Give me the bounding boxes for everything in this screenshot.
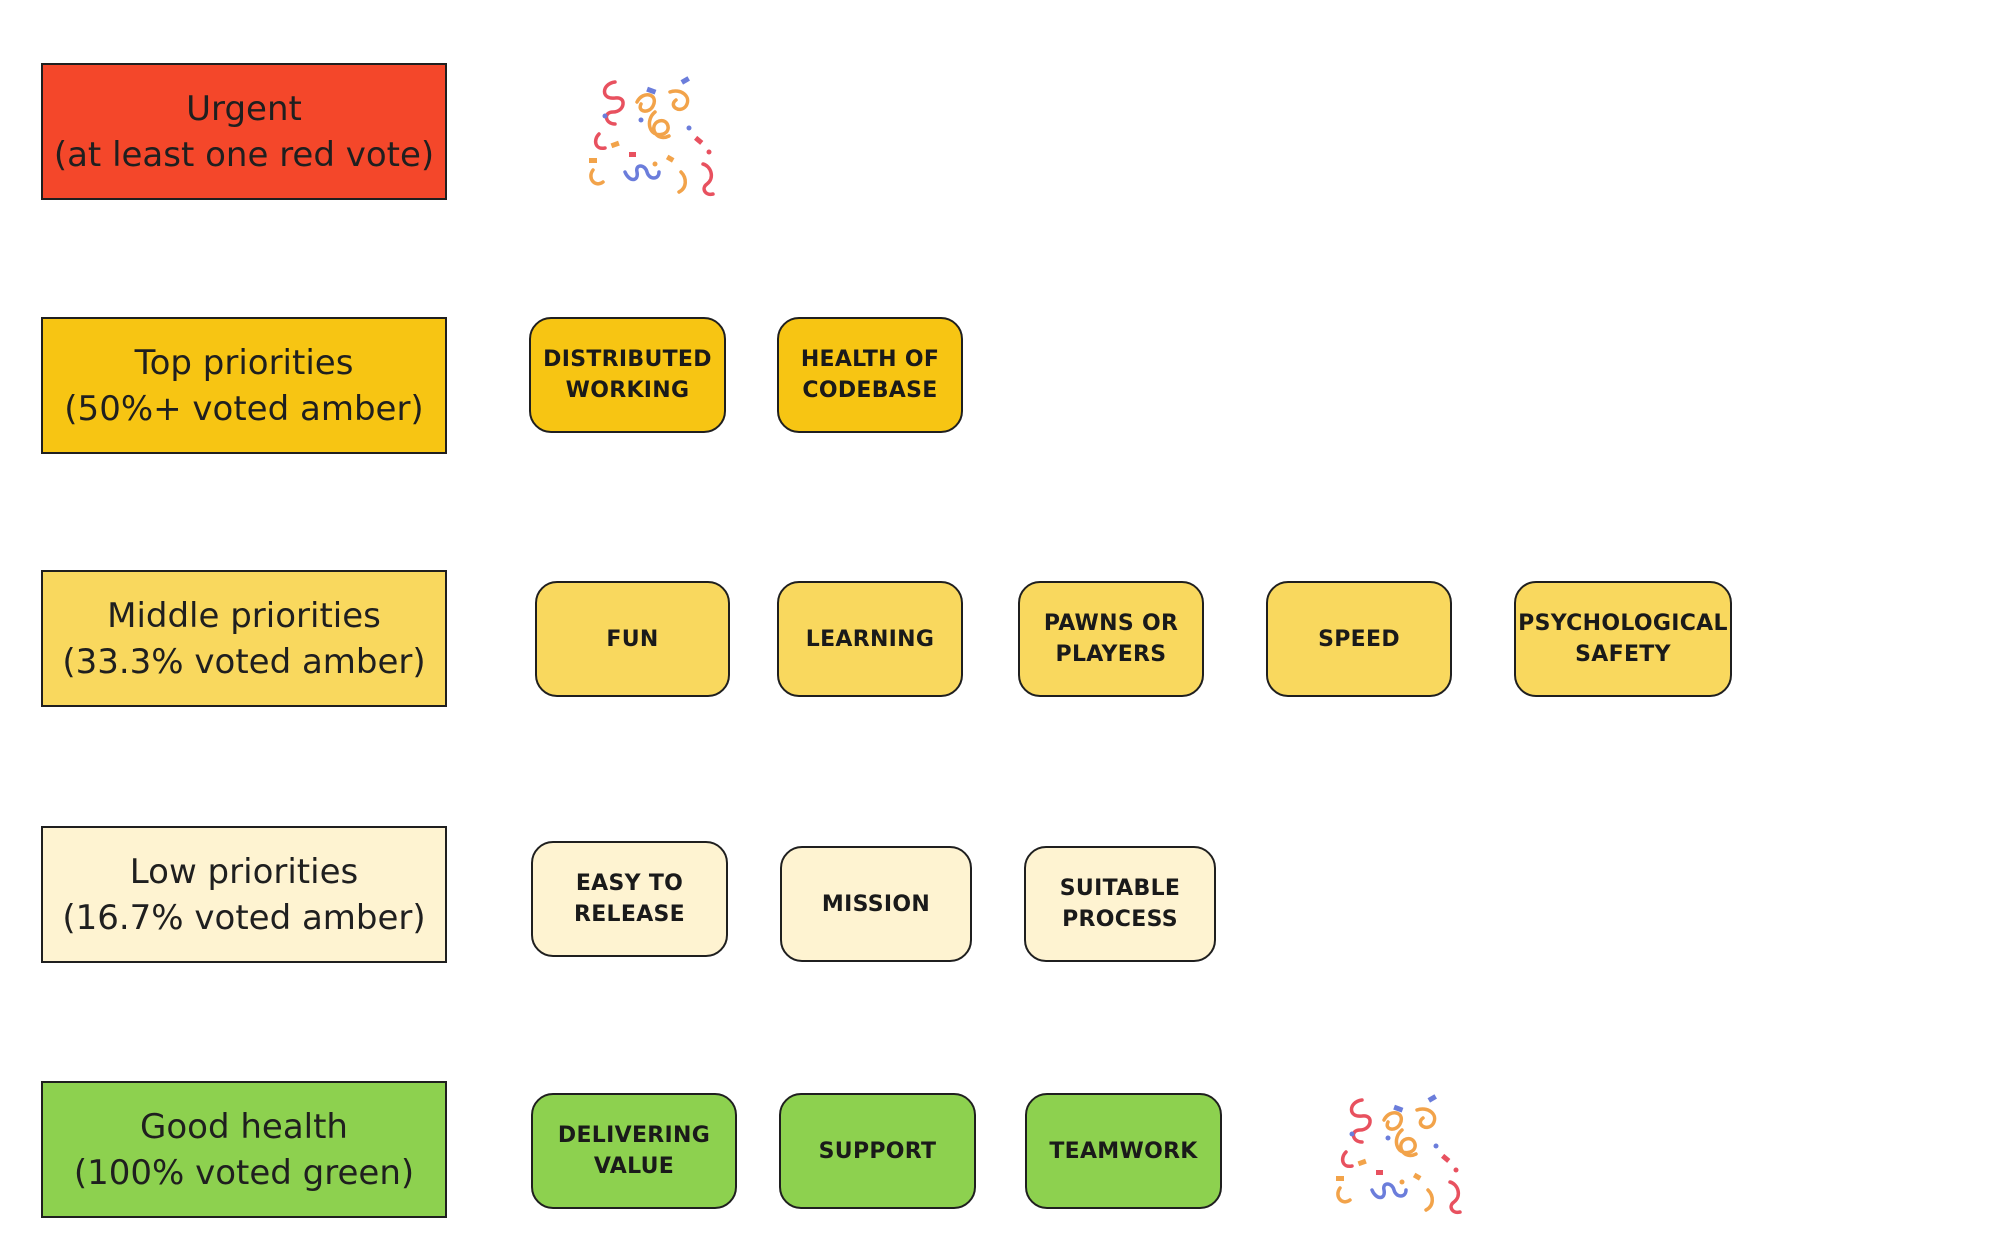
- row-label-top-priorities: Top priorities (50%+ voted amber): [41, 317, 447, 454]
- row-label-title: Middle priorities: [107, 595, 381, 636]
- card-learning[interactable]: LEARNING: [777, 581, 963, 697]
- card-health-of-codebase[interactable]: HEALTH OF CODEBASE: [777, 317, 963, 433]
- row-label-title: Low priorities: [129, 851, 359, 892]
- card-pawns-or-players[interactable]: PAWNS OR PLAYERS: [1018, 581, 1204, 697]
- row-label-title: Top priorities: [134, 342, 354, 383]
- card-mission[interactable]: MISSION: [780, 846, 972, 962]
- card-fun[interactable]: FUN: [535, 581, 730, 697]
- card-support[interactable]: SUPPORT: [779, 1093, 976, 1209]
- card-delivering-value[interactable]: DELIVERING VALUE: [531, 1093, 737, 1209]
- row-label-subtitle: (50%+ voted amber): [64, 388, 424, 429]
- row-label-subtitle: (100% voted green): [73, 1152, 415, 1193]
- row-label-urgent: Urgent (at least one red vote): [41, 63, 447, 200]
- row-label-good-health: Good health (100% voted green): [41, 1081, 447, 1218]
- card-psychological-safety[interactable]: PSYCHOLOGICAL SAFETY: [1514, 581, 1732, 697]
- confetti-icon: [1336, 1094, 1462, 1215]
- confetti-icon: [589, 76, 715, 197]
- card-teamwork[interactable]: TEAMWORK: [1025, 1093, 1222, 1209]
- row-label-title: Urgent: [186, 88, 302, 129]
- card-suitable-process[interactable]: SUITABLE PROCESS: [1024, 846, 1216, 962]
- row-label-subtitle: (at least one red vote): [53, 134, 435, 175]
- row-label-low-priorities: Low priorities (16.7% voted amber): [41, 826, 447, 963]
- row-label-title: Good health: [140, 1106, 348, 1147]
- row-label-middle-priorities: Middle priorities (33.3% voted amber): [41, 570, 447, 707]
- row-label-subtitle: (33.3% voted amber): [62, 641, 426, 682]
- card-easy-to-release[interactable]: EASY TO RELEASE: [531, 841, 728, 957]
- card-distributed-working[interactable]: DISTRIBUTED WORKING: [529, 317, 726, 433]
- row-label-subtitle: (16.7% voted amber): [62, 897, 426, 938]
- card-speed[interactable]: SPEED: [1266, 581, 1452, 697]
